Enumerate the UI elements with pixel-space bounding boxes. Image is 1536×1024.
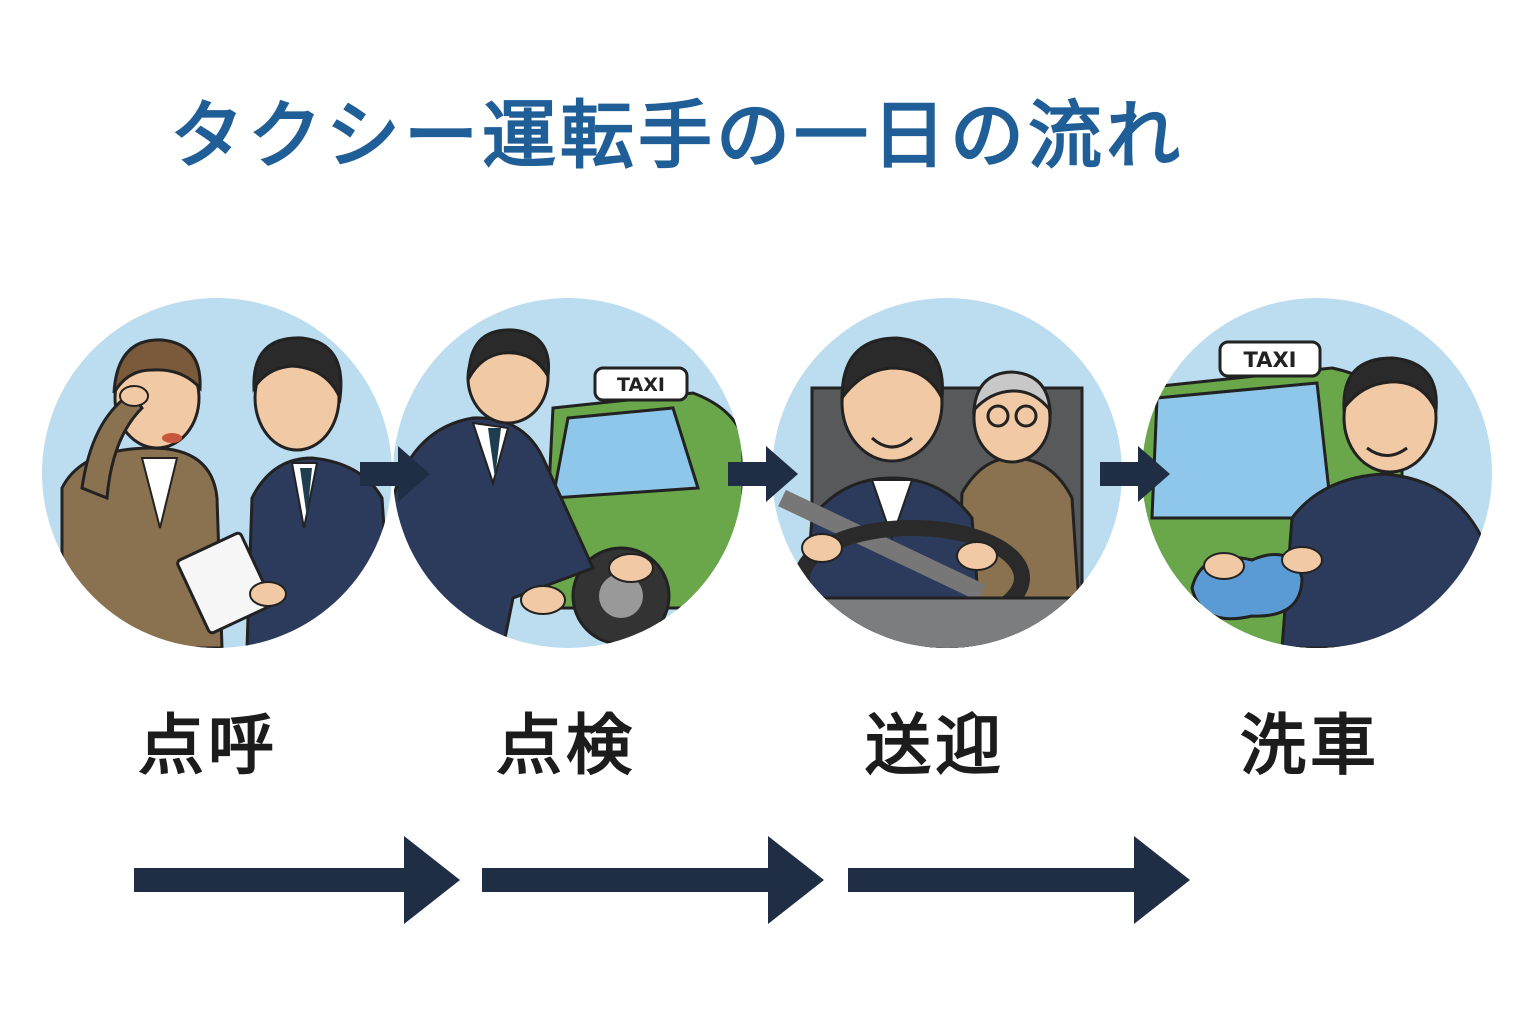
step-3-illustration [772,298,1122,648]
flow-arrow-3 [848,836,1190,924]
page-title: タクシー運転手の一日の流れ [170,93,1184,179]
washer-figure [1190,356,1492,648]
inspector-figure [393,328,654,648]
connector-arrow-1 [360,446,430,502]
flow-arrow-2 [482,836,824,924]
connector-arrow-2 [728,446,798,502]
flow-arrow-1 [134,836,460,924]
step-3-label: 送迎 [865,707,1005,784]
saluting-man-figure [60,338,224,648]
connector-arrow-3 [1100,446,1170,502]
step-2-illustration: TAXI [393,298,743,648]
taxi-car-figure: TAXI [541,366,743,646]
step-2-label: 点検 [496,707,636,784]
step-1-label: 点呼 [138,707,278,784]
step-4-illustration: TAXI [1142,298,1492,648]
step-1-illustration [42,298,392,648]
taxi-sign: TAXI [1244,348,1297,372]
taxi-sign: TAXI [617,374,665,396]
step-4-label: 洗車 [1240,707,1380,784]
supervisor-figure [176,336,392,648]
